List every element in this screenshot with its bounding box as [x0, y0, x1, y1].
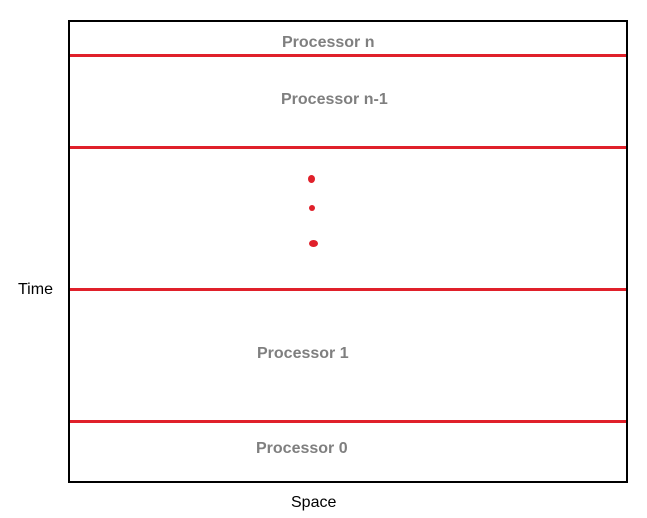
- ellipsis-dot-2: [309, 205, 315, 211]
- space-axis-label: Space: [291, 494, 337, 511]
- ellipsis-dot-3: [309, 240, 318, 247]
- processor-n-minus-1-label: Processor n-1: [281, 91, 388, 108]
- divider-line-lower: [70, 420, 626, 423]
- space-time-diagram: Processor n Processor n-1 Processor 1 Pr…: [68, 20, 628, 483]
- ellipsis-dot-1: [308, 175, 315, 183]
- processor-0-label: Processor 0: [256, 440, 348, 457]
- divider-line-top: [70, 54, 626, 57]
- divider-line-upper: [70, 146, 626, 149]
- divider-line-middle: [70, 288, 626, 291]
- time-axis-label: Time: [18, 281, 53, 298]
- processor-n-label: Processor n: [282, 34, 375, 51]
- processor-1-label: Processor 1: [257, 345, 349, 362]
